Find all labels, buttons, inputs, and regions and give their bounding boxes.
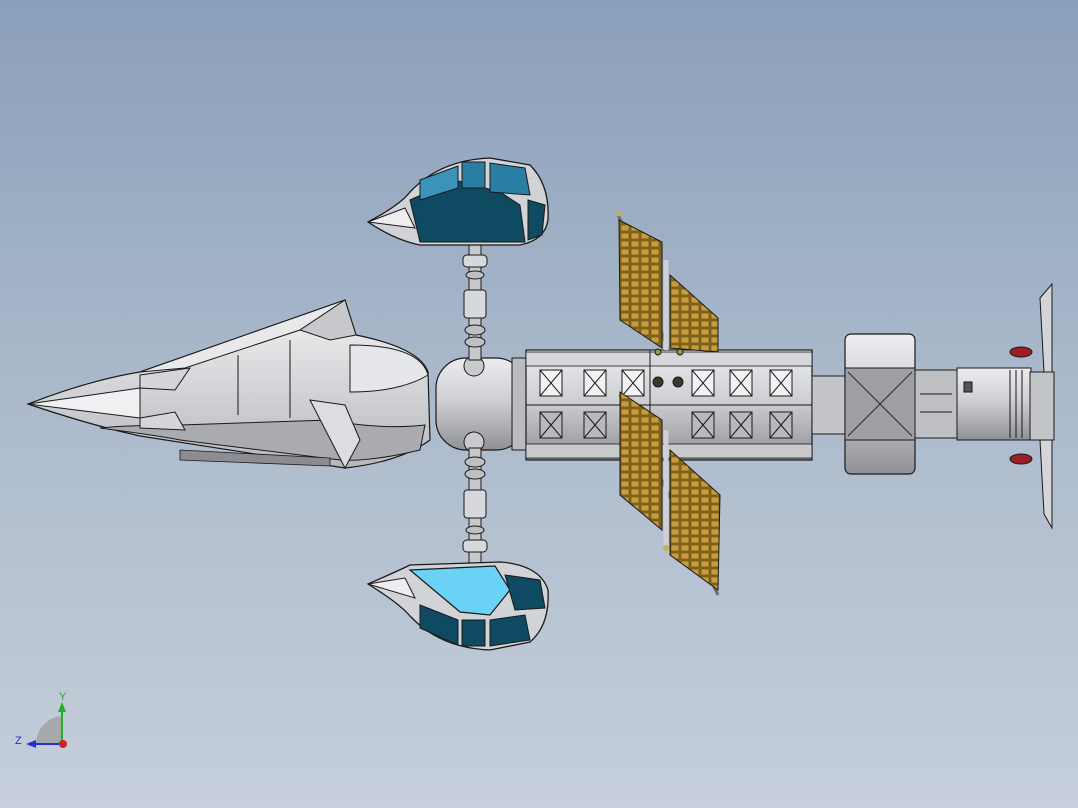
axis-triad: Y Z: [15, 691, 67, 748]
upper-pod[interactable]: [366, 157, 549, 246]
solar-array-lower[interactable]: [618, 391, 721, 596]
y-axis-arrow-icon: [58, 702, 66, 712]
engine-drum[interactable]: [811, 333, 1032, 475]
central-hub[interactable]: [435, 355, 529, 453]
truss-crossbraces: [539, 369, 793, 439]
z-axis-label: Z: [15, 735, 22, 747]
x-axis-dot-icon: [59, 740, 67, 748]
shuttle-nose[interactable]: [26, 299, 431, 470]
z-axis-arrow-icon: [26, 740, 36, 748]
solar-array-upper[interactable]: [616, 211, 719, 353]
lower-pylon[interactable]: [462, 447, 488, 564]
rear-disc[interactable]: [1009, 282, 1055, 530]
truss-module[interactable]: [525, 348, 813, 461]
upper-pylon[interactable]: [462, 244, 488, 361]
y-axis-label: Y: [59, 691, 67, 703]
lower-pod[interactable]: [366, 561, 549, 651]
